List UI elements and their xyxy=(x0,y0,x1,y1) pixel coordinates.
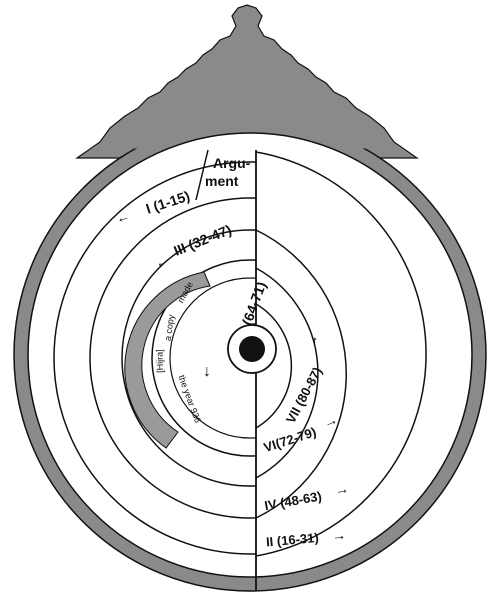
right-arrow-4: → xyxy=(331,527,346,544)
band-text-hijra: [Hijra] xyxy=(154,349,165,373)
left-arrow-3: ↓ xyxy=(203,363,211,380)
right-arrow-3: → xyxy=(334,480,351,498)
argument-label-line1: Argu- xyxy=(213,155,251,171)
argument-label-line2: ment xyxy=(205,173,239,189)
right-arrow-1: ↑ xyxy=(311,333,319,350)
center-dot xyxy=(239,336,265,362)
